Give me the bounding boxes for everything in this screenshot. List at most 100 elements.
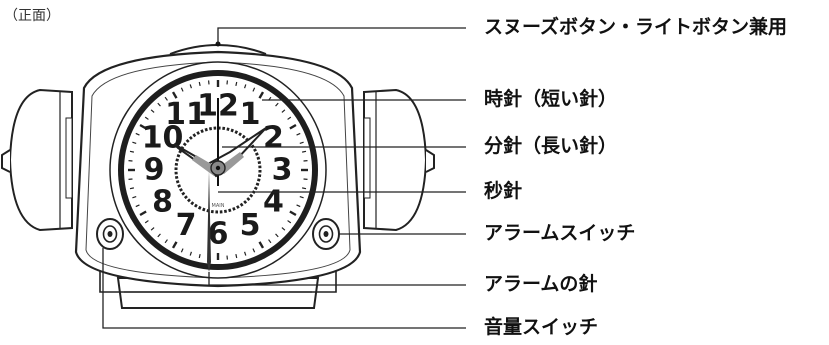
dial-number-9: 9 [144, 153, 165, 188]
inner-ring-segment [234, 130, 239, 135]
right-bell [363, 88, 435, 232]
minute-tick [258, 91, 265, 99]
minute-tick [252, 248, 256, 253]
inner-ring-segment [246, 197, 251, 202]
dial-number-3: 3 [272, 153, 293, 188]
inner-ring-segment [175, 180, 180, 184]
minute-tick [252, 87, 256, 92]
minute-tick [301, 150, 307, 153]
inner-ring-segment [175, 158, 179, 162]
view-label: （正面） [4, 8, 60, 24]
minute-tick [144, 220, 149, 224]
minute-tick [135, 132, 140, 136]
minute-tick [150, 109, 155, 113]
inner-ring-segment [256, 156, 261, 160]
minute-tick [301, 187, 307, 190]
minute-tick [180, 87, 184, 92]
minute-tick [296, 204, 301, 208]
minute-tick [171, 241, 178, 249]
inner-ring-segment [253, 186, 258, 191]
minute-tick [139, 123, 147, 130]
hands [173, 98, 267, 272]
inner-ring-segment [257, 178, 261, 182]
dial-number-5: 5 [240, 208, 261, 243]
minute-tick [289, 123, 297, 130]
inner-ring-segment [226, 127, 230, 131]
inner-ring-segment [253, 148, 257, 152]
minute-tick [139, 210, 147, 217]
minute-tick [135, 204, 140, 208]
line-alarm-hand [208, 272, 466, 286]
inner-ring-segment [197, 205, 202, 210]
dial-number-11: 11 [165, 97, 207, 132]
line-volume-switch [102, 248, 466, 329]
inner-ring-segment [243, 200, 248, 205]
inner-ring-segment [185, 138, 190, 143]
callout-lines [102, 27, 466, 329]
minute-tick [268, 239, 272, 244]
left-bell [1, 88, 73, 232]
inner-ring-segment [202, 207, 206, 212]
inner-ring-segment [188, 135, 193, 140]
alarm-switch-knob [312, 218, 340, 250]
minute-tick [189, 251, 192, 256]
minute-tick [144, 116, 149, 120]
callout-alarm-hand: アラームの針 [484, 273, 598, 295]
minute-tick [289, 210, 297, 217]
inner-ring-segment [238, 132, 243, 137]
dial-number-4: 4 [263, 185, 284, 220]
inner-ring-segment [230, 128, 234, 133]
minute-tick [150, 227, 155, 231]
minute-tick [132, 196, 137, 199]
inner-ring-segment [177, 184, 182, 188]
minute-tick [235, 253, 238, 259]
minute-tick [198, 253, 201, 259]
callout-minute-hand: 分針（長い針） [484, 135, 618, 157]
inner-ring-segment [249, 193, 254, 198]
alarm-hand-shape [207, 170, 211, 272]
callout-alarm-switch: アラームスイッチ [484, 222, 636, 244]
minute-tick [296, 132, 301, 136]
inner-ring-segment [232, 206, 236, 211]
callout-snooze-light-button: スヌーズボタン・ライトボタン兼用 [484, 16, 788, 38]
minute-tick [299, 141, 304, 144]
minute-tick [189, 84, 192, 89]
inner-ring-segment [181, 191, 186, 196]
minute-tick [281, 227, 286, 231]
inner-ring-segment [204, 127, 208, 132]
volume-switch-knob [96, 218, 124, 250]
inner-ring-segment [255, 182, 260, 186]
minute-tick [198, 81, 201, 87]
inner-ring-segment [179, 188, 183, 192]
minute-tick [129, 187, 135, 190]
inner-ring-segment [239, 202, 244, 207]
minute-tick [244, 251, 247, 256]
callout-hour-hand: 時針（短い針） [484, 88, 618, 110]
inner-ring-segment [196, 131, 200, 135]
minute-tick [287, 220, 292, 224]
minute-tick [180, 248, 184, 253]
minute-tick [129, 150, 135, 153]
minute-tick [164, 239, 168, 244]
inner-ring-segment [192, 133, 197, 138]
minute-tick [244, 84, 247, 89]
inner-ring-segment [254, 152, 259, 156]
minute-tick [275, 102, 279, 107]
minute-tick [235, 81, 238, 87]
inner-ring-segment [241, 134, 246, 139]
dial-number-10: 10 [142, 121, 184, 156]
minute-tick [275, 233, 279, 238]
inner-ring-segment [236, 205, 240, 209]
inner-ring-segment [193, 203, 198, 208]
inner-ring-segment [182, 142, 187, 147]
minute-tick [157, 102, 161, 107]
minute-tick [258, 241, 265, 249]
minute-tick [281, 109, 286, 113]
dial-number-6: 6 [208, 217, 229, 252]
inner-ring-segment [228, 208, 232, 213]
callout-volume-switch: 音量スイッチ [484, 316, 599, 338]
dial-number-7: 7 [176, 208, 197, 243]
